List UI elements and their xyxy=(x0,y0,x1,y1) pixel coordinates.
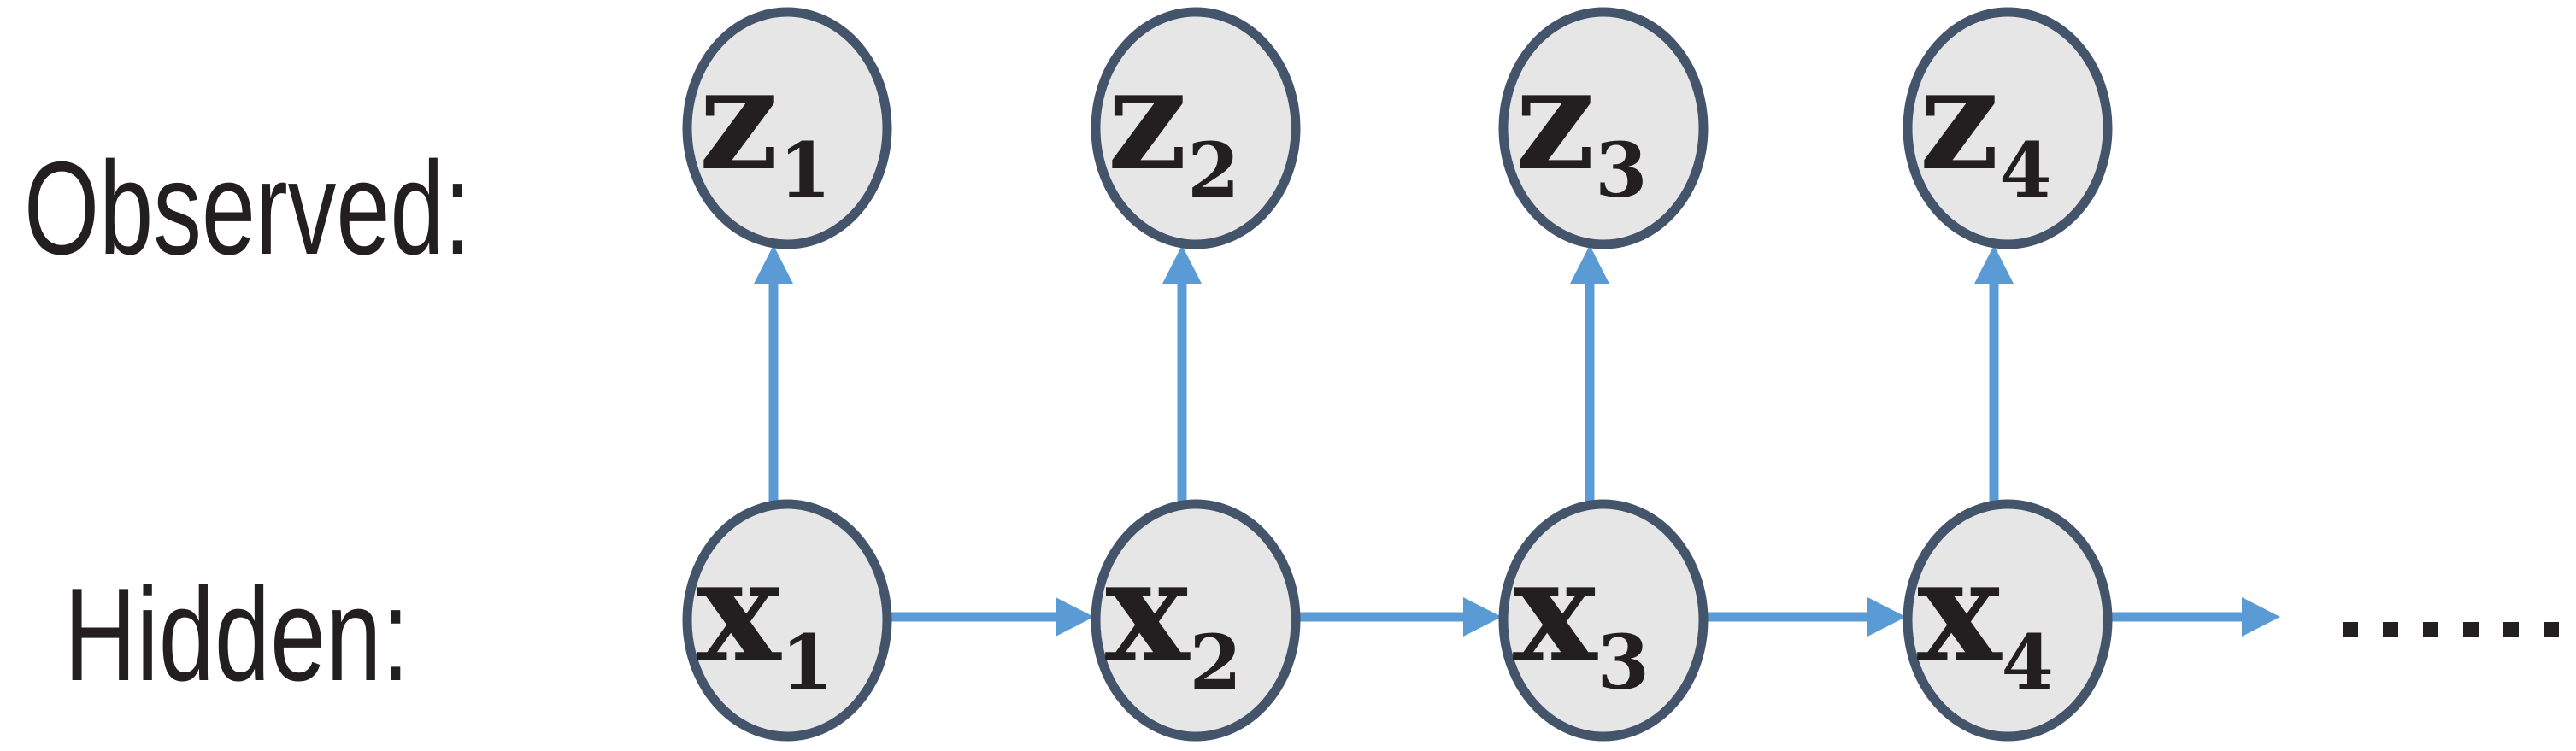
arrow-head xyxy=(1974,245,2014,284)
arrow-head xyxy=(754,245,793,284)
node-z4: z4 xyxy=(1903,7,2113,249)
transition-arrow-x1-x2 xyxy=(885,597,1094,637)
emission-arrow-x1-z1 xyxy=(754,245,793,506)
node-z2-label: z2 xyxy=(1108,36,1240,214)
node-x4-shape xyxy=(1903,499,2113,742)
node-z1: z1 xyxy=(682,7,892,249)
node-z3-label: z3 xyxy=(1515,36,1648,214)
transition-arrow-x2-x3 xyxy=(1294,597,1502,637)
node-z1-shape xyxy=(682,7,892,249)
node-z3-shape xyxy=(1498,7,1709,249)
node-x2-shape xyxy=(1091,499,1301,742)
transition-arrow-x3-x4 xyxy=(1702,597,1906,637)
hidden-row-label: Hidden: xyxy=(64,560,409,708)
ellipsis-dot xyxy=(2383,622,2398,637)
node-z3: z3 xyxy=(1498,7,1709,249)
arrow-head xyxy=(1867,597,1906,637)
ellipsis-dot xyxy=(2503,622,2519,637)
arrow-head xyxy=(1056,597,1094,637)
ellipsis-dot xyxy=(2544,622,2559,637)
observed-row-label: Observed: xyxy=(24,134,471,282)
ellipsis-dot xyxy=(2343,622,2358,637)
node-x4-label: x4 xyxy=(1917,528,2054,707)
node-x3: x3 xyxy=(1498,499,1709,742)
node-z4-shape xyxy=(1903,7,2113,249)
node-x1-label: x1 xyxy=(697,528,833,707)
arrow-head xyxy=(1463,597,1502,637)
ellipsis-dot xyxy=(2463,622,2479,637)
continuation-arrow xyxy=(2106,597,2280,637)
node-z4-label: z4 xyxy=(1920,36,2052,214)
node-x1-shape xyxy=(682,499,892,742)
node-x1: x1 xyxy=(682,499,892,742)
arrow-head xyxy=(1570,245,1609,284)
node-x4: x4 xyxy=(1903,499,2113,742)
graph-root: z1 z2 z3 z4 x1 x2 x3 x4 xyxy=(682,7,2559,742)
node-z2-shape xyxy=(1091,7,1301,249)
node-x3-label: x3 xyxy=(1513,528,1650,707)
node-x2-label: x2 xyxy=(1105,528,1242,707)
emission-arrow-x3-z3 xyxy=(1570,245,1609,506)
arrow-head xyxy=(2242,597,2280,637)
emission-arrow-x2-z2 xyxy=(1162,245,1202,506)
node-z2: z2 xyxy=(1091,7,1301,249)
emission-arrow-x4-z4 xyxy=(1974,245,2014,506)
arrow-head xyxy=(1162,245,1202,284)
node-x2: x2 xyxy=(1091,499,1301,742)
continuation-ellipsis xyxy=(2343,622,2559,637)
ellipsis-dot xyxy=(2423,622,2438,637)
node-x3-shape xyxy=(1498,499,1709,742)
node-z1-label: z1 xyxy=(699,36,832,214)
